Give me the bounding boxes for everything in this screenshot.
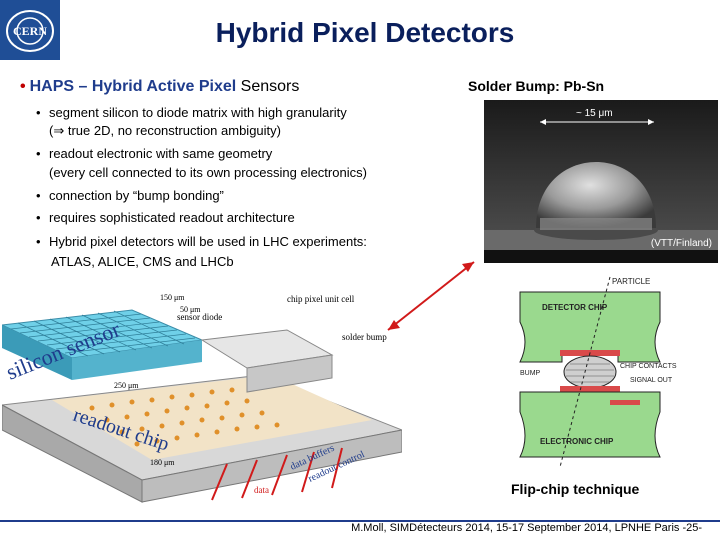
flip-chip-caption: Flip-chip technique xyxy=(511,481,640,497)
bullet-dot: • xyxy=(36,188,41,203)
hybrid-pixel-graphic: silicon sensor readout chip chip pixel u… xyxy=(0,293,404,503)
bullet-dot: • xyxy=(36,210,41,225)
flip-chip-graphic: PARTICLE DETECTOR CHIP BUMP CHIP CONTACT… xyxy=(500,272,680,477)
detector-chip-label: DETECTOR CHIP xyxy=(542,303,608,312)
data-label: data xyxy=(254,485,269,495)
bullet-dot: • xyxy=(36,105,41,120)
logo-text: CERN xyxy=(13,24,47,38)
dim-180-label: 180 μm xyxy=(150,458,175,467)
signal-out-label: SIGNAL OUT xyxy=(630,377,673,384)
slide-title: Hybrid Pixel Detectors xyxy=(190,10,540,56)
dim-150-label: 150 μm xyxy=(160,293,185,302)
cern-logo: CERN xyxy=(0,0,60,60)
main-bullet-bold: HAPS – Hybrid Active Pixel xyxy=(29,78,237,95)
chip-pixel-unit-cell-label: chip pixel unit cell xyxy=(287,294,355,304)
electronic-chip-label: ELECTRONIC CHIP xyxy=(540,437,614,446)
main-bullet: •HAPS – Hybrid Active Pixel Sensors xyxy=(20,78,299,96)
sem-graphic xyxy=(484,100,718,263)
footer-rule xyxy=(0,520,720,522)
solder-bump-label: solder bump xyxy=(342,332,387,342)
bump-texture xyxy=(566,363,614,383)
data-flow-arrows xyxy=(211,447,343,501)
dim-250-label: 250 μm xyxy=(114,381,139,390)
solder-bump-title: Solder Bump: Pb-Sn xyxy=(468,78,605,94)
solder-bump-sem-image: ~ 15 μm (VTT/Finland) xyxy=(484,100,718,263)
footer-citation: M.Moll, SIMDétecteurs 2014, 15-17 Septem… xyxy=(351,522,702,534)
bullet-dot: • xyxy=(36,234,41,249)
bullet-mark: • xyxy=(20,78,26,95)
bump-label: BUMP xyxy=(520,370,541,377)
sensor-diode-label: sensor diode xyxy=(177,312,222,322)
sem-scale-label: ~ 15 μm xyxy=(576,108,613,119)
hybrid-pixel-diagram: silicon sensor readout chip chip pixel u… xyxy=(0,280,404,505)
sem-credit: (VTT/Finland) xyxy=(650,238,712,249)
dim-50-label: 50 μm xyxy=(180,305,201,314)
main-bullet-plain: Sensors xyxy=(240,78,300,95)
flip-chip-diagram: PARTICLE DETECTOR CHIP BUMP CHIP CONTACT… xyxy=(500,272,680,477)
bullet-dot: • xyxy=(36,146,41,161)
particle-label: PARTICLE xyxy=(612,277,650,286)
cern-logo-graphic: CERN xyxy=(0,0,60,60)
sensor-grid xyxy=(10,310,196,357)
solder-bump-dots xyxy=(89,387,280,447)
chip-contacts-label: CHIP CONTACTS xyxy=(620,363,677,370)
